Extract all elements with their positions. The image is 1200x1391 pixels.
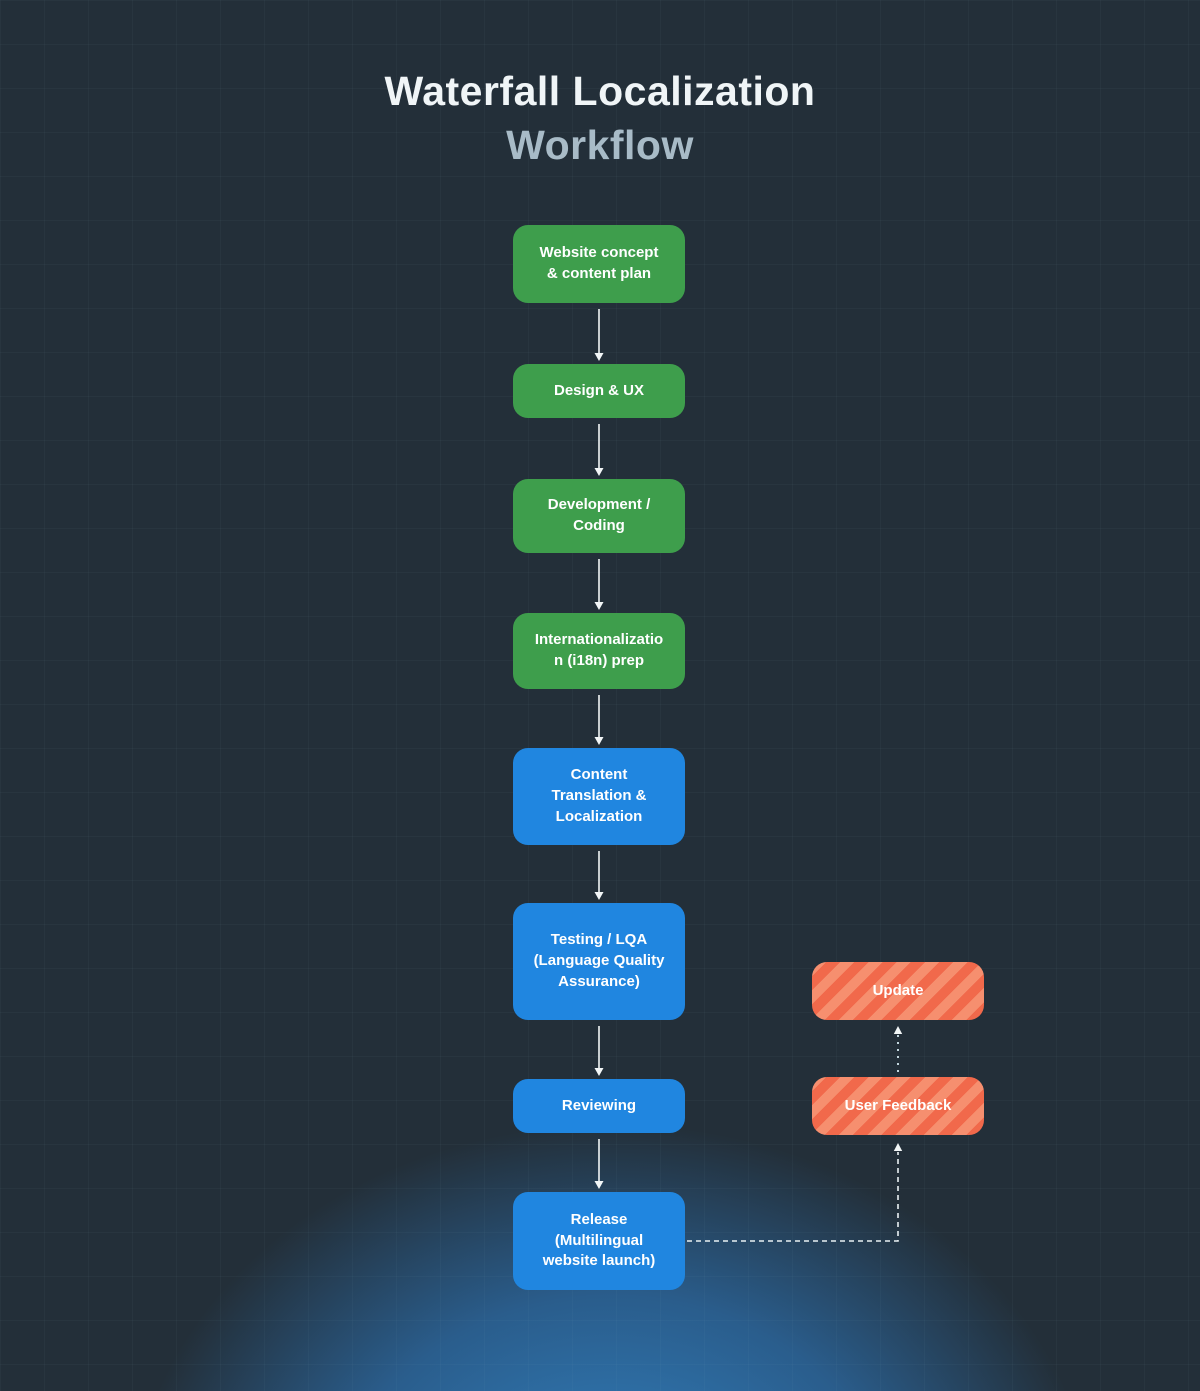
arrow-i18n-to-translation	[594, 695, 604, 745]
arrow-translation-to-testing	[594, 851, 604, 900]
flow-node-label: Testing / LQA (Language Quality Assuranc…	[533, 931, 665, 990]
flow-node-release: Release (Multilingual website launch)	[513, 1192, 685, 1290]
flow-node-label: Development / Coding	[547, 496, 651, 534]
flow-node-i18n-prep: Internationalization (i18n) prep	[513, 613, 685, 689]
flow-node-design-ux: Design & UX	[513, 364, 685, 418]
arrow-release-to-user-feedback	[687, 1143, 903, 1242]
flow-node-label: Content Translation & Localization	[551, 766, 647, 825]
flow-node-label: Update	[872, 981, 924, 999]
arrow-concept-to-design	[594, 309, 604, 361]
flow-node-label: Internationalization (i18n) prep	[534, 631, 664, 669]
arrow-testing-to-reviewing	[594, 1026, 604, 1076]
arrow-development-to-i18n	[594, 559, 604, 610]
arrow-design-to-development	[594, 424, 604, 476]
flow-node-user-feedback: User Feedback	[812, 1077, 984, 1135]
flow-node-update: Update	[812, 962, 984, 1020]
flow-node-label: Design & UX	[553, 381, 644, 399]
flow-node-website-concept: Website concept & content plan	[513, 225, 685, 303]
flow-node-label: User Feedback	[844, 1096, 952, 1114]
flow-node-content-translation: Content Translation & Localization	[513, 748, 685, 845]
arrow-reviewing-to-release	[594, 1139, 604, 1189]
arrow-user-feedback-to-update	[893, 1026, 903, 1072]
page-title-line1: Waterfall Localization	[384, 68, 816, 114]
flow-node-label: Release (Multilingual website launch)	[542, 1210, 656, 1270]
flow-node-testing-lqa: Testing / LQA (Language Quality Assuranc…	[513, 903, 685, 1020]
flow-node-label: Website concept & content plan	[539, 244, 659, 282]
flow-node-label: Reviewing	[561, 1096, 637, 1114]
page-title-line2: Workflow	[506, 122, 694, 169]
page-title: Waterfall Localization Workflow	[0, 64, 1200, 172]
flow-node-reviewing: Reviewing	[513, 1079, 685, 1133]
flow-node-development-coding: Development / Coding	[513, 479, 685, 553]
